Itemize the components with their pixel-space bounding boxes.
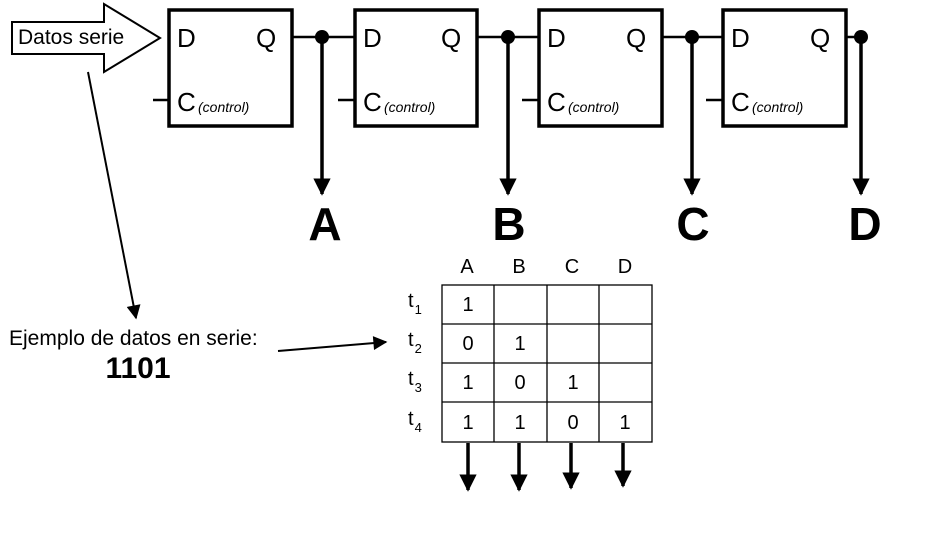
output-labels: A B C D [308, 198, 881, 250]
pointer-arrow-to-table [277, 336, 388, 352]
d-input-label: D [731, 23, 750, 53]
output-label-c: C [676, 198, 709, 250]
control-input-label: C [547, 87, 566, 117]
pointer-arrow-to-example [87, 71, 141, 320]
q-output-label: Q [441, 23, 461, 53]
time-labels: t1 t2 t3 t4 [408, 290, 422, 435]
d-input-label: D [547, 23, 566, 53]
q-output-label: Q [256, 23, 276, 53]
flip-flop-3: D Q C (control) [522, 8, 664, 128]
table-cell: 1 [619, 412, 630, 434]
control-subscript: (control) [568, 99, 619, 115]
table-cell: 1 [462, 412, 473, 434]
table-cell: 1 [462, 372, 473, 394]
table-output-arrows [459, 443, 632, 492]
serial-data-example: Ejemplo de datos en serie: 1101 [9, 327, 258, 385]
table-cell: 0 [514, 372, 525, 394]
table-cells: 1 0 1 1 0 1 1 1 0 1 [462, 294, 630, 434]
d-input-label: D [177, 23, 196, 53]
table-cell: 1 [514, 333, 525, 355]
control-subscript: (control) [384, 99, 435, 115]
control-subscript: (control) [752, 99, 803, 115]
serial-data-input-arrow: Datos serie [11, 2, 162, 74]
example-value: 1101 [105, 352, 170, 385]
table-header-b: B [512, 256, 525, 278]
table-headers: A B C D [460, 256, 632, 278]
flip-flop-1: D Q C (control) [153, 8, 294, 128]
table-cell: 0 [567, 412, 578, 434]
time-label-1: t1 [408, 290, 422, 317]
d-input-label: D [363, 23, 382, 53]
output-label-d: D [848, 198, 881, 250]
table-header-a: A [460, 256, 474, 278]
table-cell: 0 [462, 333, 473, 355]
q-output-label: Q [810, 23, 830, 53]
table-cell: 1 [567, 372, 578, 394]
table-grid [441, 284, 653, 443]
time-label-4: t4 [408, 408, 422, 435]
control-input-label: C [731, 87, 750, 117]
example-label: Ejemplo de datos en serie: [9, 327, 258, 350]
output-label-a: A [308, 198, 341, 250]
output-label-b: B [492, 198, 525, 250]
table-header-c: C [565, 256, 579, 278]
table-cell: 1 [514, 412, 525, 434]
q-output-label: Q [626, 23, 646, 53]
timing-table: A B C D t1 t2 t3 t4 1 0 1 [408, 256, 653, 492]
control-subscript: (control) [198, 99, 249, 115]
control-input-label: C [177, 87, 196, 117]
time-label-2: t2 [408, 329, 422, 356]
table-cell: 1 [462, 294, 473, 316]
output-taps [313, 30, 870, 196]
time-label-3: t3 [408, 368, 422, 395]
flip-flop-4: D Q C (control) [706, 8, 848, 128]
table-header-d: D [618, 256, 632, 278]
serial-data-label: Datos serie [18, 26, 124, 49]
control-input-label: C [363, 87, 382, 117]
flip-flop-2: D Q C (control) [338, 8, 479, 128]
